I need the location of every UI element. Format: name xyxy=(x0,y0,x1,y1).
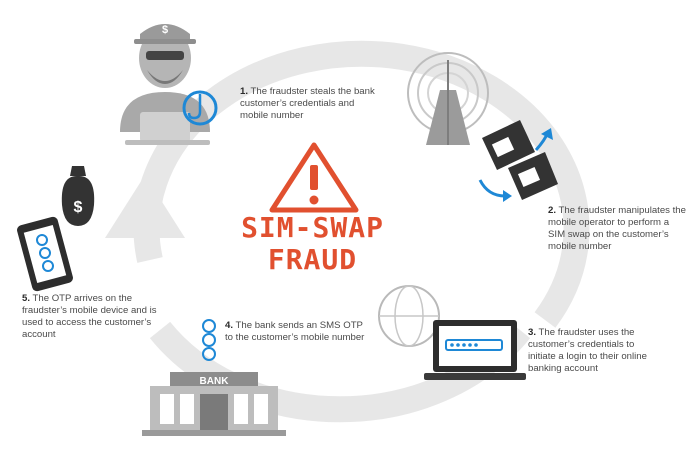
step-1-text: 1. The fraudster steals the bank custome… xyxy=(240,86,380,122)
step-description: The OTP arrives on the fraudster’s mobil… xyxy=(22,293,157,340)
step-description: The fraudster uses the customer’s creden… xyxy=(528,327,647,374)
bank-sign: BANK xyxy=(200,376,230,387)
step-description: The fraudster steals the bank customer’s… xyxy=(240,86,375,121)
step-number: 2. xyxy=(548,205,557,216)
step-number: 5. xyxy=(22,293,31,304)
sim-card-icon xyxy=(508,152,558,200)
sim-card-icon xyxy=(482,120,535,170)
step-4-text: 4. The bank sends an SMS OTP to the cust… xyxy=(225,320,365,344)
title-line-1: SIM-SWAP xyxy=(241,211,384,244)
step-number: 3. xyxy=(528,327,537,338)
otp-asterisk-icon xyxy=(36,234,54,272)
cap-dollar-label: $ xyxy=(162,24,168,36)
step-description: The fraudster manipulates the mobile ope… xyxy=(548,205,686,252)
globe-icon xyxy=(378,285,440,347)
phishing-hook-icon xyxy=(182,90,218,126)
password-dots xyxy=(450,343,478,347)
diagram-title: SIM-SWAP FRAUD xyxy=(235,212,390,276)
cycle-arrowhead xyxy=(105,175,185,238)
swap-arrows-icon xyxy=(478,128,553,202)
step-5-text: 5. The OTP arrives on the fraudster’s mo… xyxy=(22,293,157,341)
smartphone-icon xyxy=(17,216,73,292)
cell-tower-icon xyxy=(407,52,489,145)
money-bag-icon xyxy=(61,166,95,226)
step-number: 1. xyxy=(240,86,249,97)
warning-triangle-icon xyxy=(269,142,359,213)
step-number: 4. xyxy=(225,320,234,331)
step-2-text: 2. The fraudster manipulates the mobile … xyxy=(548,205,688,253)
title-line-2: FRAUD xyxy=(267,243,358,276)
otp-asterisk-icon xyxy=(202,319,216,361)
laptop-icon xyxy=(424,320,526,380)
bank-building-icon xyxy=(142,372,286,436)
step-3-text: 3. The fraudster uses the customer’s cre… xyxy=(528,327,663,375)
money-dollar-label: $ xyxy=(74,199,83,216)
step-description: The bank sends an SMS OTP to the custome… xyxy=(225,320,365,343)
fraudster-icon xyxy=(120,24,210,145)
